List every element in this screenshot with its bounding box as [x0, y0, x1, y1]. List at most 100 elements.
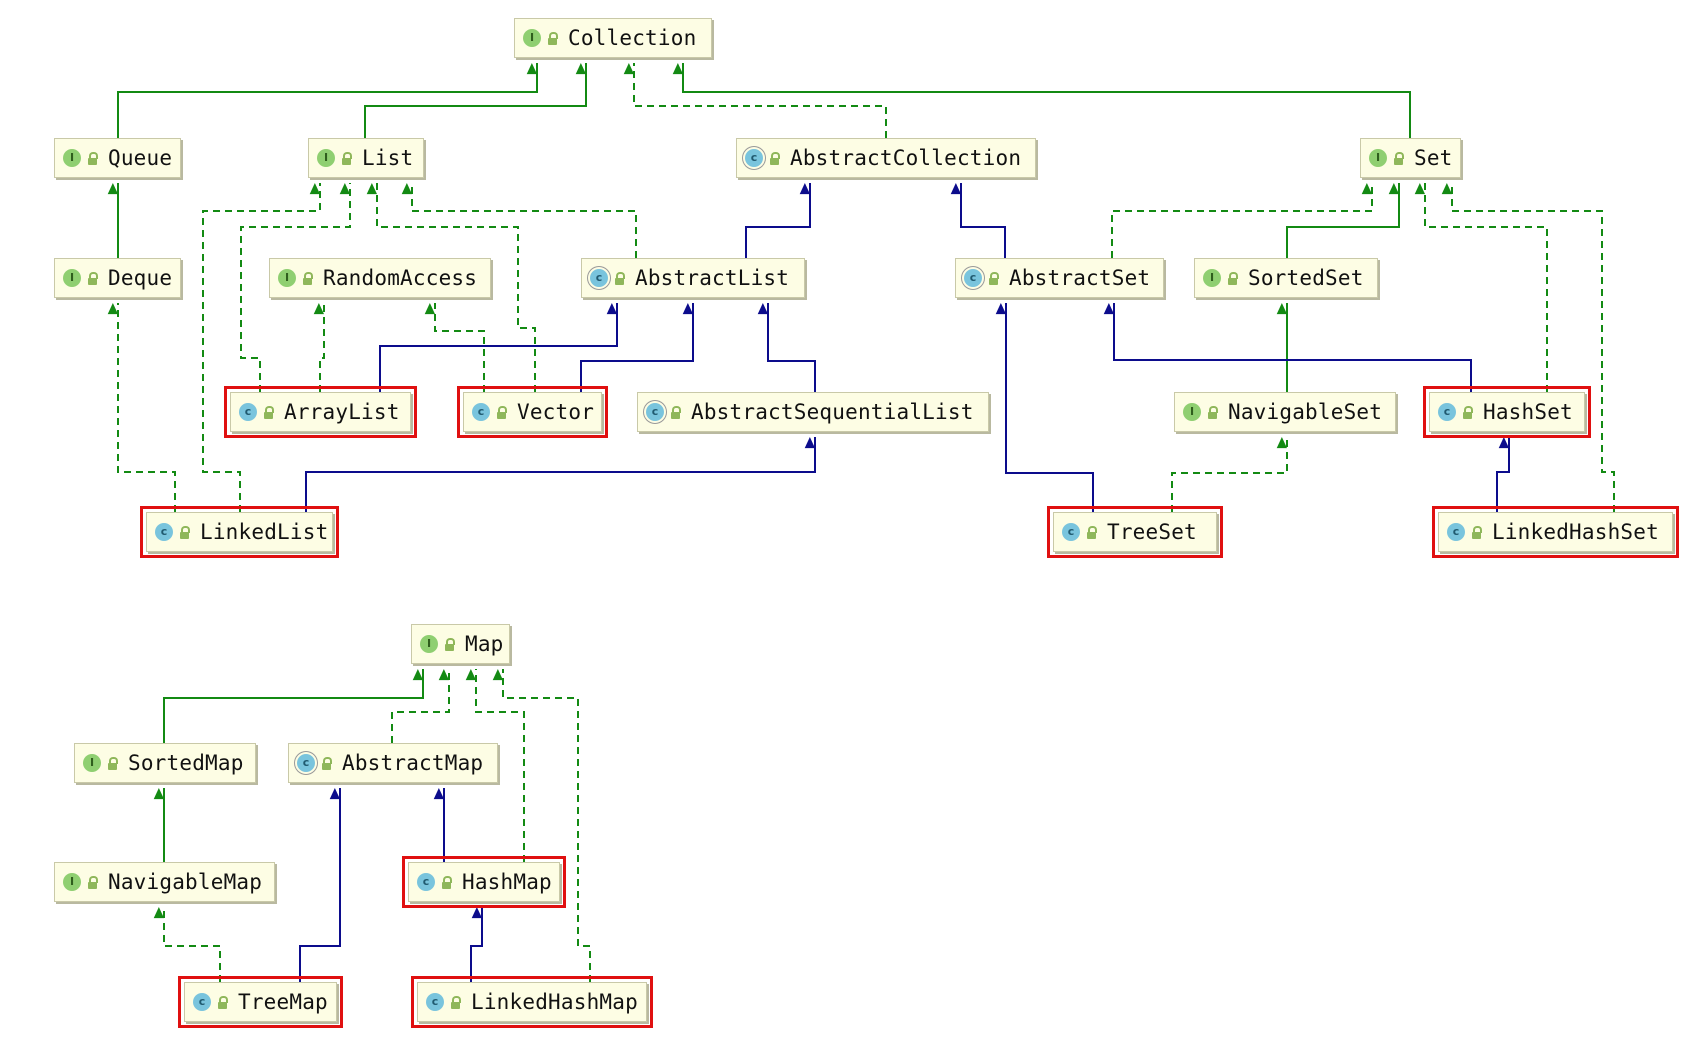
public-access-icon — [88, 151, 98, 165]
edge-sorted-map-to-map — [163, 669, 424, 743]
abstract-class-icon: c — [964, 269, 982, 287]
edge-tree-set-to-abstract-set — [995, 303, 1094, 512]
node-label: AbstractSet — [1009, 266, 1151, 290]
node-label: List — [362, 146, 414, 170]
node-label: RandomAccess — [323, 266, 478, 290]
class-icon: c — [1447, 523, 1465, 541]
node-abstract-sequential-list[interactable]: c AbstractSequentialList — [637, 392, 989, 432]
interface-icon: I — [63, 149, 81, 167]
node-list[interactable]: I List — [308, 138, 424, 178]
abstract-class-icon: c — [297, 754, 315, 772]
node-label: Set — [1414, 146, 1453, 170]
edge-abstract-list-to-list — [401, 183, 637, 258]
node-abstract-map[interactable]: c AbstractMap — [288, 743, 498, 783]
node-label: SortedSet — [1248, 266, 1364, 290]
interface-icon: I — [1203, 269, 1221, 287]
edge-linked-list-to-abstract-sequential-list — [305, 437, 816, 512]
edge-linked-hash-set-to-hash-set — [1496, 437, 1510, 512]
edge-vector-to-abstract-list — [580, 303, 694, 392]
abstract-class-icon: c — [745, 149, 763, 167]
node-hash-set[interactable]: c HashSet — [1423, 386, 1591, 438]
node-abstract-set[interactable]: c AbstractSet — [955, 258, 1164, 298]
node-abstract-list[interactable]: c AbstractList — [581, 258, 805, 298]
public-access-icon — [218, 995, 228, 1009]
public-access-icon — [497, 405, 507, 419]
public-access-icon — [322, 756, 332, 770]
edge-tree-map-to-abstract-map — [299, 788, 341, 982]
edge-abstract-set-to-abstract-collection — [950, 183, 1006, 258]
edge-vector-to-random-access — [424, 303, 485, 392]
node-label: HashMap — [462, 870, 552, 894]
edge-hash-set-to-abstract-set — [1103, 303, 1472, 392]
node-label: Vector — [517, 400, 595, 424]
node-navigable-set[interactable]: I NavigableSet — [1174, 392, 1396, 432]
node-vector[interactable]: c Vector — [457, 386, 608, 438]
class-icon: c — [155, 523, 173, 541]
public-access-icon — [615, 271, 625, 285]
class-icon: c — [193, 993, 211, 1011]
public-access-icon — [445, 637, 455, 651]
node-sorted-set[interactable]: I SortedSet — [1194, 258, 1378, 298]
edge-list-to-collection — [364, 63, 587, 138]
interface-icon: I — [278, 269, 296, 287]
node-hash-map[interactable]: c HashMap — [402, 856, 566, 908]
interface-icon: I — [1369, 149, 1387, 167]
interface-icon: I — [523, 29, 541, 47]
edge-set-to-collection — [672, 63, 1411, 138]
interface-icon: I — [63, 873, 81, 891]
node-label: AbstractSequentialList — [691, 400, 974, 424]
node-label: AbstractList — [635, 266, 790, 290]
edge-hash-map-to-map — [465, 669, 525, 862]
node-set[interactable]: I Set — [1360, 138, 1461, 178]
edge-linked-list-to-list — [202, 183, 321, 512]
node-label: NavigableSet — [1228, 400, 1383, 424]
public-access-icon — [442, 875, 452, 889]
node-label: TreeMap — [238, 990, 328, 1014]
class-icon: c — [1062, 523, 1080, 541]
edge-linked-hash-set-to-set — [1441, 183, 1615, 512]
edge-queue-to-collection — [117, 63, 538, 138]
class-icon: c — [1438, 403, 1456, 421]
class-icon: c — [472, 403, 490, 421]
abstract-class-icon: c — [646, 403, 664, 421]
interface-icon: I — [317, 149, 335, 167]
edge-array-list-to-abstract-list — [379, 303, 618, 392]
edge-tree-set-to-navigable-set — [1171, 437, 1288, 512]
node-linked-hash-map[interactable]: c LinkedHashMap — [411, 976, 653, 1028]
public-access-icon — [1087, 525, 1097, 539]
public-access-icon — [88, 875, 98, 889]
public-access-icon — [1394, 151, 1404, 165]
public-access-icon — [451, 995, 461, 1009]
public-access-icon — [1472, 525, 1482, 539]
edge-linked-hash-map-to-map — [492, 669, 591, 982]
node-tree-map[interactable]: c TreeMap — [178, 976, 343, 1028]
class-icon: c — [417, 873, 435, 891]
public-access-icon — [1228, 271, 1238, 285]
edge-array-list-to-list — [240, 183, 351, 392]
node-navigable-map[interactable]: I NavigableMap — [54, 862, 275, 902]
public-access-icon — [264, 405, 274, 419]
abstract-class-icon: c — [590, 269, 608, 287]
interface-icon: I — [1183, 403, 1201, 421]
edge-abstract-map-to-map — [391, 669, 450, 743]
node-label: LinkedHashMap — [471, 990, 638, 1014]
node-label: HashSet — [1483, 400, 1573, 424]
edge-tree-map-to-navigable-map — [153, 907, 221, 982]
node-label: NavigableMap — [108, 870, 263, 894]
node-random-access[interactable]: I RandomAccess — [269, 258, 491, 298]
class-icon: c — [426, 993, 444, 1011]
edge-abstract-sequential-list-to-abstract-list — [757, 303, 816, 392]
node-label: AbstractMap — [342, 751, 484, 775]
public-access-icon — [303, 271, 313, 285]
